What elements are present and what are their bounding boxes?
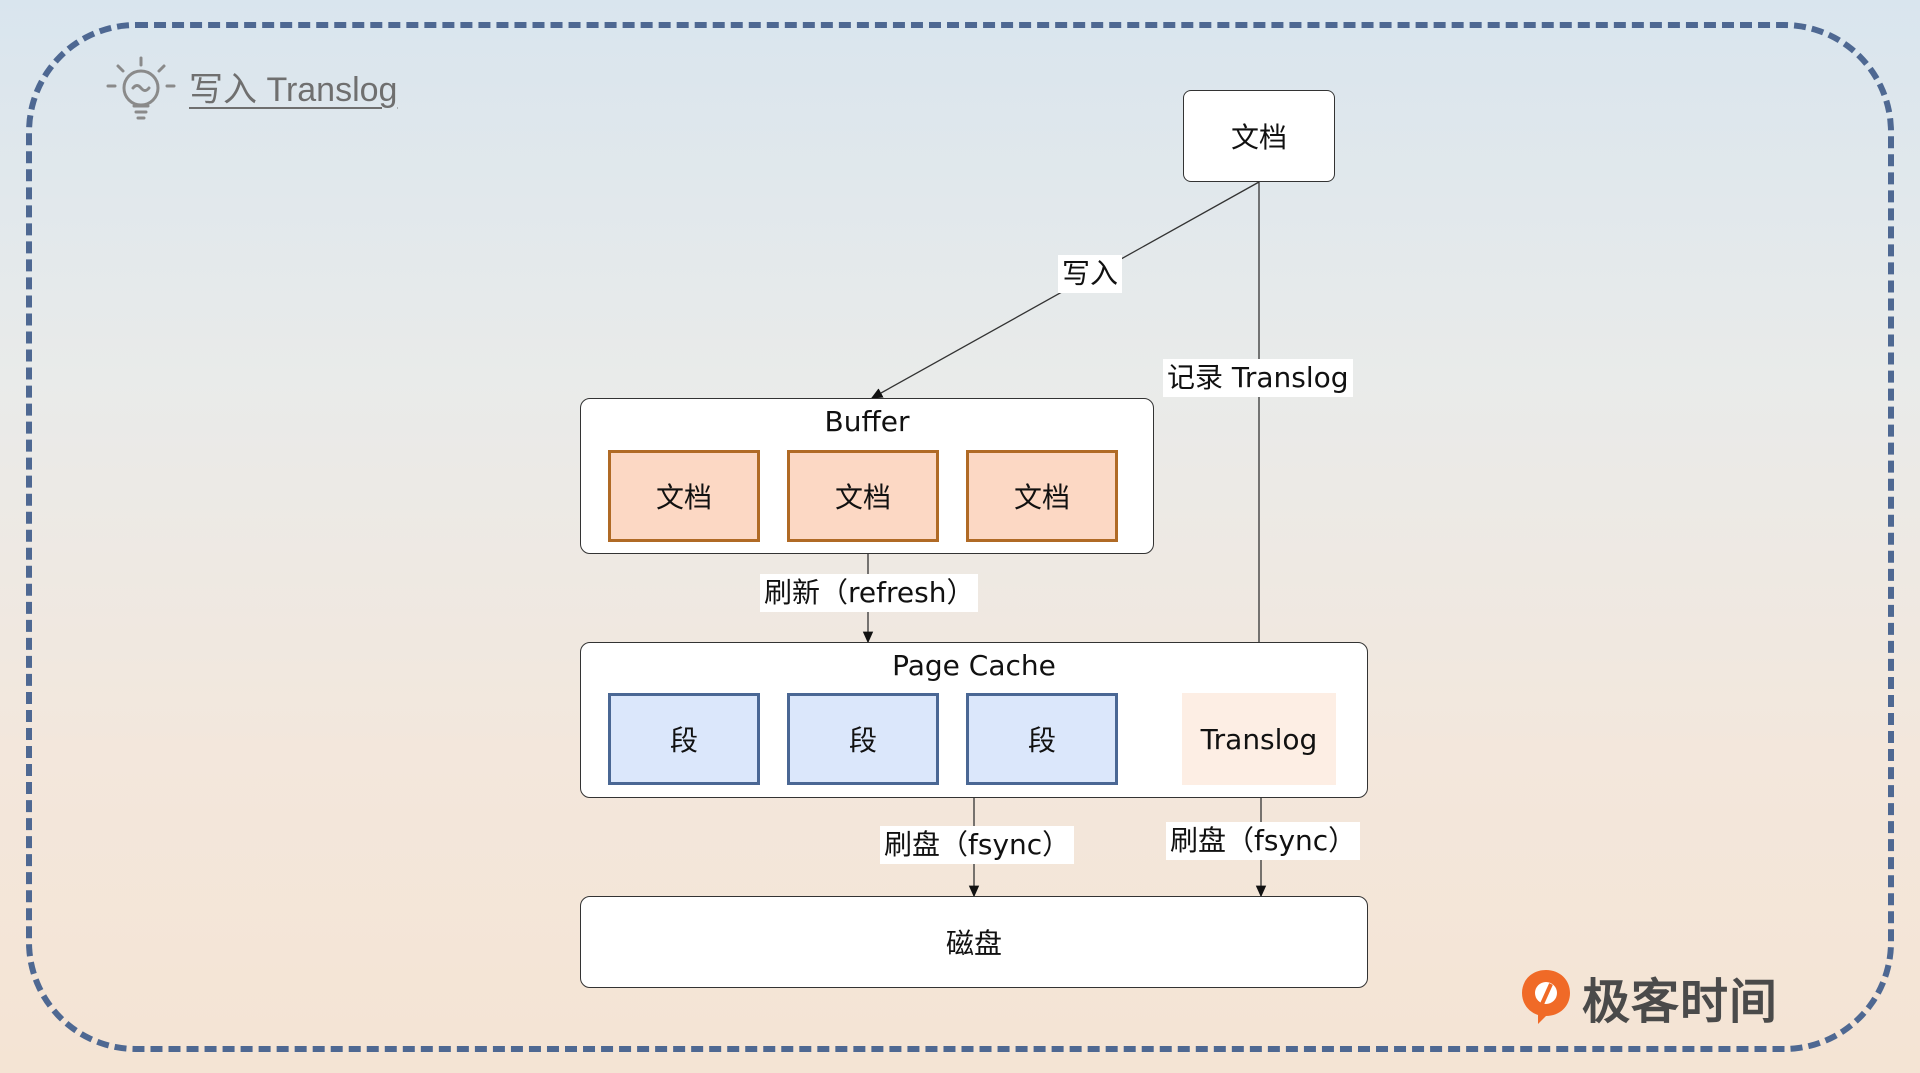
buffer-document-3: 文档 [966,450,1118,542]
edge-label-write: 写入 [1058,255,1123,293]
buffer-document-label: 文档 [1013,481,1070,514]
lightbulb-icon [106,56,176,120]
disk-label: 磁盘 [945,927,1002,960]
edge-label-fsync-translog: 刷盘（fsync） [1166,822,1361,860]
buffer-document-label: 文档 [834,481,891,514]
edge-label-fsync-segments: 刷盘（fsync） [880,826,1075,864]
buffer-document-1: 文档 [608,450,760,542]
dashed-frame [26,22,1894,1052]
segment-3: 段 [966,693,1118,785]
page-title: 写入 Translog [189,71,398,109]
geektime-logo-icon [1522,970,1570,1024]
edge-label-record-translog: 记录 Translog [1163,359,1353,397]
buffer-document-2: 文档 [787,450,939,542]
segment-label: 段 [669,724,698,757]
segment-label: 段 [1027,724,1056,757]
brand-name: 极客时间 [1582,974,1779,1030]
disk-node: 磁盘 [580,896,1368,988]
translog-node: Translog [1182,693,1336,785]
translog-label: Translog [1200,722,1318,756]
segment-label: 段 [848,724,877,757]
segment-2: 段 [787,693,939,785]
brand-logo: 极客时间 [1518,962,1778,1032]
top-document-label: 文档 [1230,121,1287,154]
page-cache-label: Page Cache [892,649,1056,682]
top-document-node: 文档 [1183,90,1335,182]
buffer-document-label: 文档 [655,481,712,514]
buffer-label: Buffer [824,405,910,438]
edge-label-refresh: 刷新（refresh） [760,574,979,612]
segment-1: 段 [608,693,760,785]
